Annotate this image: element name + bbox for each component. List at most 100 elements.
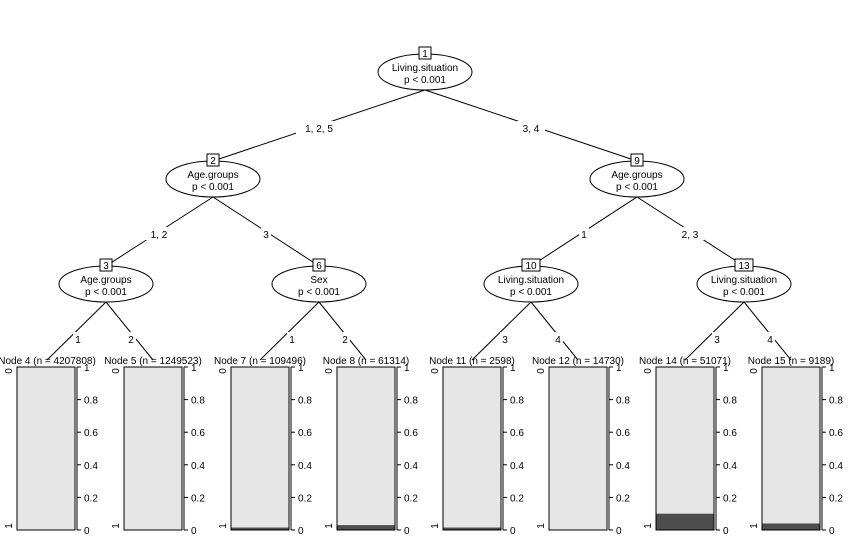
bar-axis-tick-label: 0	[298, 526, 304, 537]
edge-label-bg	[73, 332, 83, 345]
edge-label-bg	[126, 332, 136, 345]
edge-label-6-8: 2	[342, 335, 348, 346]
node-variable: Living.situation	[392, 63, 458, 74]
bar-axis-tick-label: 0	[84, 526, 90, 537]
bar-axis-tick-label: 0.4	[298, 461, 312, 472]
bar-axis-tick-label: 0.6	[616, 428, 630, 439]
edge-label-bg	[517, 121, 545, 134]
bar-light-segment	[124, 367, 182, 530]
bar-light-segment	[549, 367, 607, 530]
bar-left-bottom-label: 1	[643, 523, 654, 529]
edge-label-9-13: 2, 3	[682, 230, 699, 241]
terminal-label: Node 7 (n = 109496)	[214, 356, 306, 367]
bar-axis-tick-label: 0.8	[404, 396, 418, 407]
node-p-value: p < 0.001	[616, 182, 658, 193]
edge-label-1-2: 1, 2, 5	[305, 124, 333, 135]
bar-axis-tick-label: 0.4	[404, 461, 418, 472]
bar-dark-segment	[443, 527, 501, 530]
bar-axis-tick-label: 0.6	[829, 428, 843, 439]
node-id-box	[206, 153, 220, 167]
edges-layer	[46, 89, 792, 361]
edge-label-bg	[553, 332, 563, 345]
bar-axis-tick-label: 1	[723, 363, 729, 374]
bar-light-segment	[231, 367, 289, 530]
node-id-box	[99, 258, 113, 272]
node-p-value: p < 0.001	[85, 287, 127, 298]
terminal-label: Node 8 (n = 61314)	[323, 356, 409, 367]
bar-dark-segment	[762, 523, 820, 530]
node-id-box	[521, 258, 541, 272]
node-p-value: p < 0.001	[510, 287, 552, 298]
edge-label-bg	[712, 332, 722, 345]
node-id: 9	[634, 156, 640, 167]
edge-label-10-11: 3	[502, 335, 508, 346]
bar-axis-tick-label: 0.4	[723, 461, 737, 472]
bar-dark-segment	[231, 527, 289, 530]
bar-axis-tick-label: 0.4	[510, 461, 524, 472]
edge-label-2-6: 3	[263, 230, 269, 241]
edge-3-5	[105, 301, 154, 361]
bar-left-bottom-label: 1	[749, 523, 760, 529]
edge-label-bg	[500, 332, 510, 345]
bar-light-segment	[17, 367, 75, 530]
bar-axis-tick-label: 0.2	[723, 493, 737, 504]
edge-10-12	[530, 301, 579, 361]
bar-axis-tick-label: 0.8	[829, 396, 843, 407]
edge-13-14	[684, 301, 745, 361]
node-id-box	[734, 258, 754, 272]
edge-label-13-14: 3	[714, 335, 720, 346]
bar-dark-segment	[337, 525, 395, 530]
node-variable: Living.situation	[498, 275, 564, 286]
node-variable: Age.groups	[80, 275, 131, 286]
bar-frame	[123, 366, 183, 531]
edge-label-6-7: 1	[289, 335, 295, 346]
bar-axis-tick-label: 1	[298, 363, 304, 374]
edge-label-bg	[261, 227, 271, 240]
bar-frame	[336, 366, 396, 531]
edge-label-13-15: 4	[767, 335, 773, 346]
bar-axis-tick-label: 0.8	[191, 396, 205, 407]
node-id: 3	[103, 261, 109, 272]
bar-left-top-label: 0	[111, 368, 122, 374]
edge-6-7	[259, 301, 320, 361]
bar-axis-tick-label: 0.2	[510, 493, 524, 504]
node-variable: Sex	[310, 275, 327, 286]
bar-axis-tick-label: 0.6	[723, 428, 737, 439]
bar-axis-tick-label: 0.2	[829, 493, 843, 504]
bar-frame	[548, 366, 608, 531]
node-id: 13	[738, 261, 750, 272]
node-variable: Age.groups	[187, 170, 238, 181]
bar-axis-tick-label: 0.6	[510, 428, 524, 439]
edge-label-bg	[676, 227, 704, 240]
bar-light-segment	[762, 367, 820, 530]
bar-frame	[16, 366, 76, 531]
terminal-label: Node 5 (n = 1249523)	[104, 356, 202, 367]
bar-axis-tick-label: 0.2	[404, 493, 418, 504]
node-p-value: p < 0.001	[192, 182, 234, 193]
edge-label-bg	[296, 121, 342, 134]
bar-axis-tick-label: 0.8	[723, 396, 737, 407]
bar-axis-tick-label: 0.6	[404, 428, 418, 439]
bar-frame	[655, 366, 715, 531]
bar-frame	[230, 366, 290, 531]
edge-10-11	[471, 301, 532, 361]
terminal-label: Node 12 (n = 14730)	[532, 356, 624, 367]
node-id: 10	[525, 261, 537, 272]
bar-axis-tick-label: 0.2	[616, 493, 630, 504]
bar-axis-tick-label: 0.6	[298, 428, 312, 439]
bar-left-top-label: 0	[643, 368, 654, 374]
node-p-value: p < 0.001	[298, 287, 340, 298]
terminal-label: Node 15 (n = 9189)	[748, 356, 834, 367]
bar-axis-tick-label: 0	[829, 526, 835, 537]
edge-13-15	[743, 301, 792, 361]
